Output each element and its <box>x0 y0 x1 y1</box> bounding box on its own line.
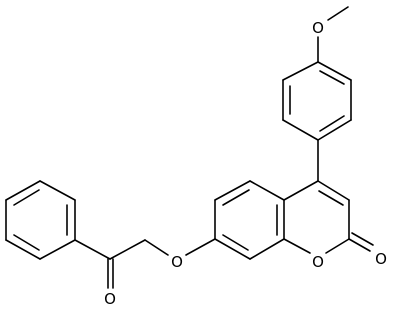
bond-c4a-c4 <box>283 180 319 201</box>
ring-bond <box>39 239 76 260</box>
bond-c2-o1 <box>325 238 350 254</box>
ether-linkage <box>109 238 216 260</box>
bond-c2-o-double-2 <box>351 232 374 246</box>
ring-bond <box>282 61 319 81</box>
ring-bond <box>5 239 41 260</box>
bond-o1-c8a <box>283 238 311 254</box>
ring-bond <box>317 61 352 81</box>
ring-bond <box>39 180 76 201</box>
pyranone-ring <box>283 180 350 254</box>
lactone-carbonyl <box>348 232 374 252</box>
atom-label-ether-oxygen: O <box>171 253 183 271</box>
atom-label-lactone-oxygen: O <box>375 250 387 268</box>
atom-label-ketone-oxygen: O <box>104 290 116 308</box>
ring-inner-bond <box>319 70 345 85</box>
ring-bond <box>214 238 251 260</box>
bond-c2-o-double <box>348 238 371 252</box>
bond-co-phenyl <box>74 239 111 260</box>
ring-bond <box>249 180 285 201</box>
methoxy-group <box>317 6 349 63</box>
bond-methyl-oxygen <box>327 6 349 21</box>
ring-inner-bond <box>222 189 250 206</box>
bond-c4-c3-inner <box>318 190 344 206</box>
ring-inner-bond <box>319 115 345 132</box>
ring-inner-bond <box>13 234 40 251</box>
bond-c7-o <box>185 238 216 256</box>
ring-bond <box>214 180 251 201</box>
methoxyphenyl-ring <box>282 61 352 141</box>
phenyl-ring <box>5 180 76 260</box>
ketone-carbonyl <box>107 258 114 289</box>
ring-inner-bond <box>13 189 40 206</box>
atom-label-methoxy-oxygen: O <box>312 19 324 37</box>
ring-bond <box>317 119 352 141</box>
bond-o-ch2 <box>144 239 169 256</box>
benzo-ring <box>214 180 285 260</box>
atom-label-ring-oxygen: O <box>312 253 324 271</box>
ring-bond <box>249 238 285 260</box>
bond-c4-c3 <box>317 180 350 201</box>
ring-bond <box>5 180 41 201</box>
ring-bond <box>282 119 319 141</box>
ring-inner-bond <box>222 234 249 251</box>
bond-ch2-co <box>109 239 146 260</box>
